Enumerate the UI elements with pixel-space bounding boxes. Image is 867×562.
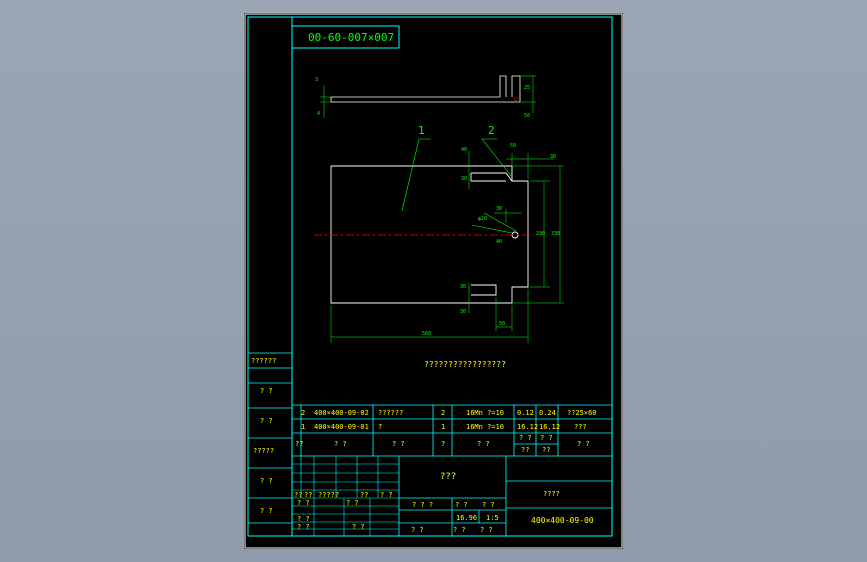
bom-header-qty: ?: [441, 440, 446, 448]
cad-drawing: [244, 13, 623, 549]
bom-row-1-total-weight: 16.12: [539, 423, 561, 431]
drawing-code-top: 00-60-007×007: [308, 31, 395, 44]
bom-header-name: ? ?: [392, 440, 405, 448]
bom-row-1-material: 16Mn ?=10: [466, 423, 504, 431]
bom-header-no: ??: [295, 440, 304, 448]
dim-text: 30: [496, 206, 503, 212]
dim-text: φ20: [478, 216, 488, 222]
bom-row-1-name: ?: [378, 423, 383, 431]
weight-value: 16.96: [456, 514, 478, 522]
side-profile: [330, 75, 521, 103]
dim-text: 330: [551, 231, 561, 237]
company-name: ????: [543, 490, 560, 498]
bom-header-unit-weight-sub: ??: [521, 446, 530, 454]
bom-row-2-unit-weight: 0.12: [517, 409, 534, 417]
dim-text: 560: [422, 331, 432, 337]
dim-text: 30: [460, 309, 467, 315]
bom-header-total-weight: ? ?: [540, 434, 553, 442]
dim-text: 30: [460, 284, 467, 290]
bom-row-1-qty: 1: [441, 423, 446, 431]
sheet-cell: ? ?: [453, 526, 466, 534]
sheet-cell: ? ?: [480, 526, 493, 534]
left-column-cell: ? ?: [260, 417, 273, 425]
bom-row-1-unit-weight: 16.12: [517, 423, 539, 431]
drawing-sheet: 00-60-007×007 1 2 3 4 25 50 40 30 50 30 …: [244, 13, 623, 549]
inner-frame: [247, 16, 613, 537]
bom-header-total-weight-sub: ??: [542, 446, 551, 454]
signature-cell: ? ?: [297, 515, 310, 523]
bom-row-2-no: 2: [301, 409, 306, 417]
revision-cell: ??: [294, 491, 303, 499]
left-column-cell: ?????: [253, 447, 275, 455]
outer-frame: [244, 13, 623, 549]
dim-text: 30: [550, 154, 557, 160]
part-label-1: 1: [418, 124, 425, 137]
bom-header-unit-weight: ? ?: [519, 434, 532, 442]
title-block-lines: [291, 456, 612, 536]
scale-label: ? ?: [482, 501, 495, 509]
dim-text: 4: [317, 111, 321, 117]
bom-row-1-remark: ???: [574, 423, 587, 431]
revision-cell: ??: [360, 491, 369, 499]
bom-header-material: ? ?: [477, 440, 490, 448]
sheet-cell: ? ?: [411, 526, 424, 534]
dim-text: 50: [499, 321, 506, 327]
weight-label: ? ?: [455, 501, 468, 509]
bom-row-2-qty: 2: [441, 409, 446, 417]
drawing-number: 400×400-09-00: [531, 516, 594, 525]
dim-text: 50: [524, 113, 531, 119]
bom-header-code: ? ?: [334, 440, 347, 448]
bom-row-2-total-weight: 0.24: [539, 409, 556, 417]
dim-text: 3: [315, 77, 319, 83]
signature-cell: ? ?: [352, 523, 365, 531]
signature-cell: ? ?: [346, 499, 359, 507]
signature-cell: ? ?: [297, 499, 310, 507]
bom-row-2-material: 16Mn ?=10: [466, 409, 504, 417]
bom-table-lines: [292, 404, 612, 457]
main-plate: [330, 165, 529, 304]
code-box: [291, 25, 400, 49]
dim-text: 50: [510, 143, 517, 149]
left-column-cell: ? ?: [260, 477, 273, 485]
dim-text: 290: [536, 231, 546, 237]
revision-cell: ? ?: [380, 491, 393, 499]
bom-row-2-remark: ??25×60: [567, 409, 597, 417]
signature-cell: ? ?: [297, 523, 310, 531]
scale-value: 1:5: [486, 514, 499, 522]
left-column-cell: ? ?: [260, 507, 273, 515]
stage-label: ? ? ?: [412, 501, 434, 509]
material-cell: ???: [440, 472, 457, 482]
bom-row-1-no: 1: [301, 423, 306, 431]
technical-note: ?????????????????: [424, 360, 506, 369]
left-column-cell: ??????: [251, 357, 277, 365]
revision-cell: ?????: [318, 491, 340, 499]
bom-header-remark: ? ?: [577, 440, 590, 448]
revision-cell: ??: [304, 491, 313, 499]
bom-row-2-code: 400×400-09-02: [314, 409, 369, 417]
bom-row-1-code: 400×400-09-01: [314, 423, 369, 431]
left-column-cell: ? ?: [260, 387, 273, 395]
dim-text: 30: [461, 176, 468, 182]
part-label-2: 2: [488, 124, 495, 137]
bom-row-2-name: ??????: [378, 409, 404, 417]
dim-text: 40: [496, 239, 503, 245]
dim-text: 25: [524, 85, 531, 91]
dim-text: 40: [461, 147, 468, 153]
